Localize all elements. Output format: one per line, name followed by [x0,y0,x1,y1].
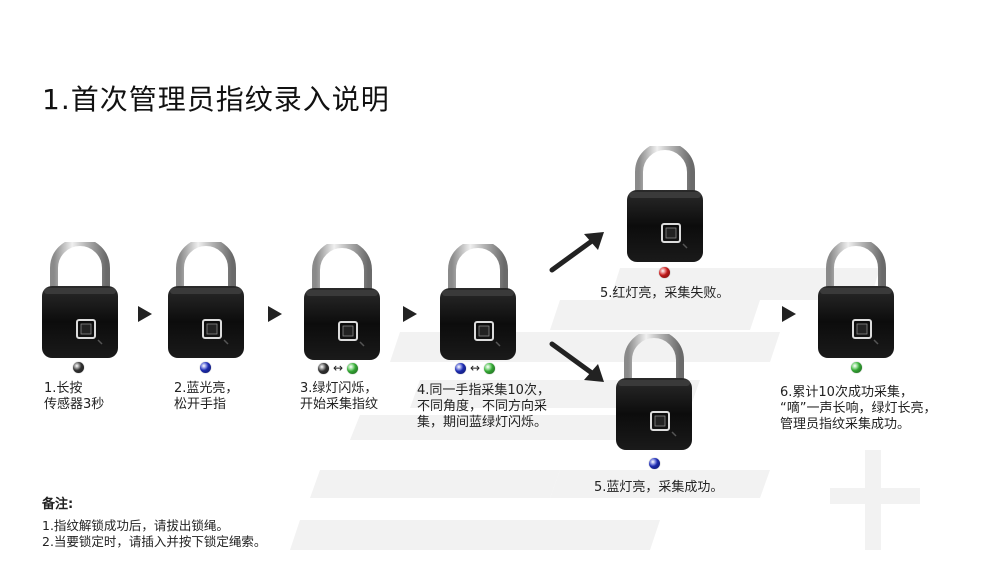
led-red [659,266,670,278]
step-4-text: 4.同一手指采集10次， 不同角度，不同方向采 集，期间蓝绿灯闪烁。 [417,383,550,430]
step-2-text: 2.蓝光亮， 松开手指 [174,381,239,412]
led-green [851,361,862,373]
led-dark [73,361,84,373]
play-arrow-icon [403,306,417,322]
padlock-step-3 [302,244,382,362]
indicator-step-2 [200,360,211,374]
diagonal-arrow-up-icon [549,232,604,273]
padlock-step-4 [438,244,518,362]
indicator-step-6 [851,360,862,374]
swap-arrow-icon: ↔ [470,361,481,375]
led-green [484,362,496,374]
padlock-step-1 [40,242,120,360]
swap-arrow-icon: ↔ [333,361,344,375]
indicator-step-1 [73,360,84,374]
step-3-text: 3.绿灯闪烁， 开始采集指纹 [300,381,379,412]
step-5-fail-text: 5.红灯亮，采集失败。 [600,286,730,301]
note-item: 1.指纹解锁成功后，请拔出锁绳。 [42,518,229,533]
padlock-step-2 [166,242,246,360]
led-blue [200,361,211,373]
step-5-success-text: 5.蓝灯亮，采集成功。 [594,480,724,495]
led-green [347,362,359,374]
indicator-step-3: ↔ [318,361,359,375]
led-dark [318,362,329,374]
notes-list: 1.指纹解锁成功后，请拔出锁绳。 2.当要锁定时，请插入并按下锁定绳索。 [42,518,266,550]
page-title: 1.首次管理员指纹录入说明 [42,83,390,116]
padlock-step-6 [816,242,896,360]
diagonal-arrow-down-icon [549,341,604,382]
play-arrow-icon [268,306,282,322]
padlock-step-5-fail [625,146,705,264]
padlock-step-5-success [614,334,694,452]
indicator-step-5-success [649,456,660,470]
play-arrow-icon [782,306,796,322]
play-arrow-icon [138,306,152,322]
note-item: 2.当要锁定时，请插入并按下锁定绳索。 [42,534,267,549]
step-6-text: 6.累计10次成功采集， “嘀”一声长响，绿灯长亮， 管理员指纹采集成功。 [780,385,937,432]
led-blue [649,457,660,469]
indicator-step-4: ↔ [455,361,496,375]
indicator-step-5-fail [659,265,670,279]
step-1-text: 1.长按 传感器3秒 [44,381,105,412]
led-blue [455,362,466,374]
notes-title: 备注: [42,497,74,512]
